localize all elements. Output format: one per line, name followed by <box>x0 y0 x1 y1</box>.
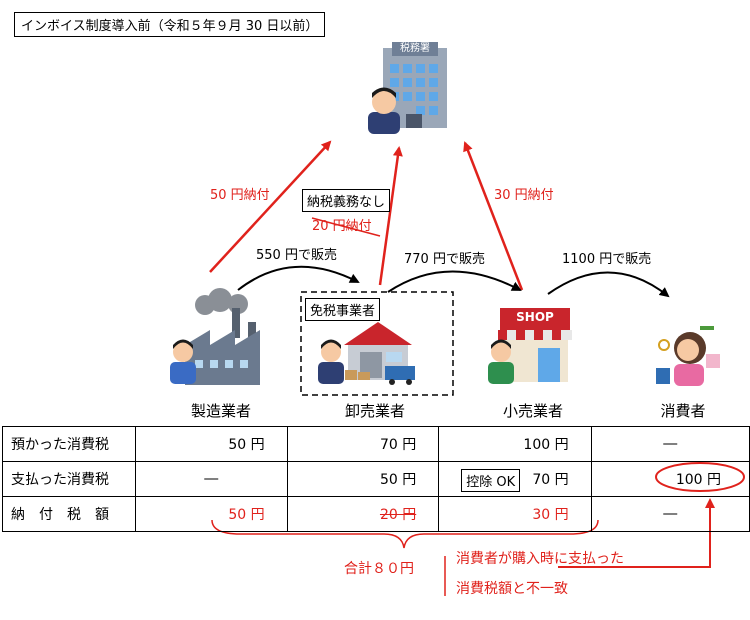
manufacturer-person-icon <box>170 339 196 384</box>
row-label-received: 預かった消費税 <box>2 426 136 462</box>
table-row: 納付税額 50 円 20 円 30 円 ― <box>2 496 750 532</box>
row-label-payable: 納付税額 <box>2 496 136 532</box>
sale-arrow-3 <box>547 271 670 298</box>
cell: 20 円 <box>286 496 440 532</box>
actor-retailer: 小売業者 <box>502 402 563 420</box>
cell: 70 円 <box>286 426 440 462</box>
payment-label-retailer: 30 円納付 <box>494 188 554 203</box>
sale-label-1: 550 円で販売 <box>256 248 337 263</box>
consumer-person-icon <box>656 326 720 386</box>
payment-arrow-wholesaler <box>378 146 403 286</box>
payment-label-wholesaler-struck: 20 円納付 <box>312 219 372 234</box>
payment-arrow-manufacturer <box>209 140 332 273</box>
deduction-ok-badge: 控除 OK <box>461 469 521 492</box>
shop-sign: SHOP <box>516 310 554 324</box>
cell: 30 円 <box>438 496 592 532</box>
sale-arrow-2 <box>387 270 522 293</box>
tax-table: 預かった消費税 50 円 70 円 100 円 ― 支払った消費税 ― 50 円… <box>2 426 750 532</box>
payment-label-manufacturer: 50 円納付 <box>210 188 270 203</box>
cell-with-deduction: 控除 OK 70 円 <box>438 461 592 497</box>
warehouse-icon <box>344 322 415 385</box>
note-line-2: 消費税額と不一致 <box>456 581 568 597</box>
total-brace <box>211 519 599 549</box>
payment-arrow-retailer <box>463 141 524 291</box>
exempt-dashed-box <box>300 291 454 396</box>
cell: 50 円 <box>286 461 440 497</box>
actor-consumer: 消費者 <box>660 402 706 420</box>
officer-person-icon <box>368 87 400 134</box>
note-line-1: 消費者が購入時に支払った <box>456 551 624 567</box>
actor-wholesaler: 卸売業者 <box>344 402 405 420</box>
cell: 100 円 <box>438 426 592 462</box>
cell: 50 円 <box>135 426 288 462</box>
factory-icon <box>185 288 260 385</box>
wholesaler-person-icon <box>318 339 344 384</box>
cell: 50 円 <box>135 496 288 532</box>
shop-icon <box>498 308 572 382</box>
cell-value: 70 円 <box>532 472 569 488</box>
total-label: 合計８０円 <box>344 561 414 577</box>
cell: 100 円 <box>590 461 750 497</box>
row-label-paid: 支払った消費税 <box>2 461 136 497</box>
table-row: 預かった消費税 50 円 70 円 100 円 ― <box>2 426 750 462</box>
tax-office-sign: 税務署 <box>400 43 430 54</box>
retailer-person-icon <box>488 339 514 384</box>
sale-arrow-1 <box>237 265 360 291</box>
no-tax-obligation-box: 納税義務なし <box>302 189 391 212</box>
sale-label-2: 770 円で販売 <box>404 252 485 267</box>
cell: ― <box>590 496 750 532</box>
page-title: インボイス制度導入前（令和５年９月 30 日以前） <box>14 12 326 37</box>
actor-manufacturer: 製造業者 <box>190 402 251 420</box>
cell: ― <box>135 461 288 497</box>
exempt-business-label: 免税事業者 <box>305 298 381 321</box>
cell: ― <box>590 426 750 462</box>
table-row: 支払った消費税 ― 50 円 控除 OK 70 円 100 円 <box>2 461 750 497</box>
sale-label-3: 1100 円で販売 <box>562 252 652 267</box>
